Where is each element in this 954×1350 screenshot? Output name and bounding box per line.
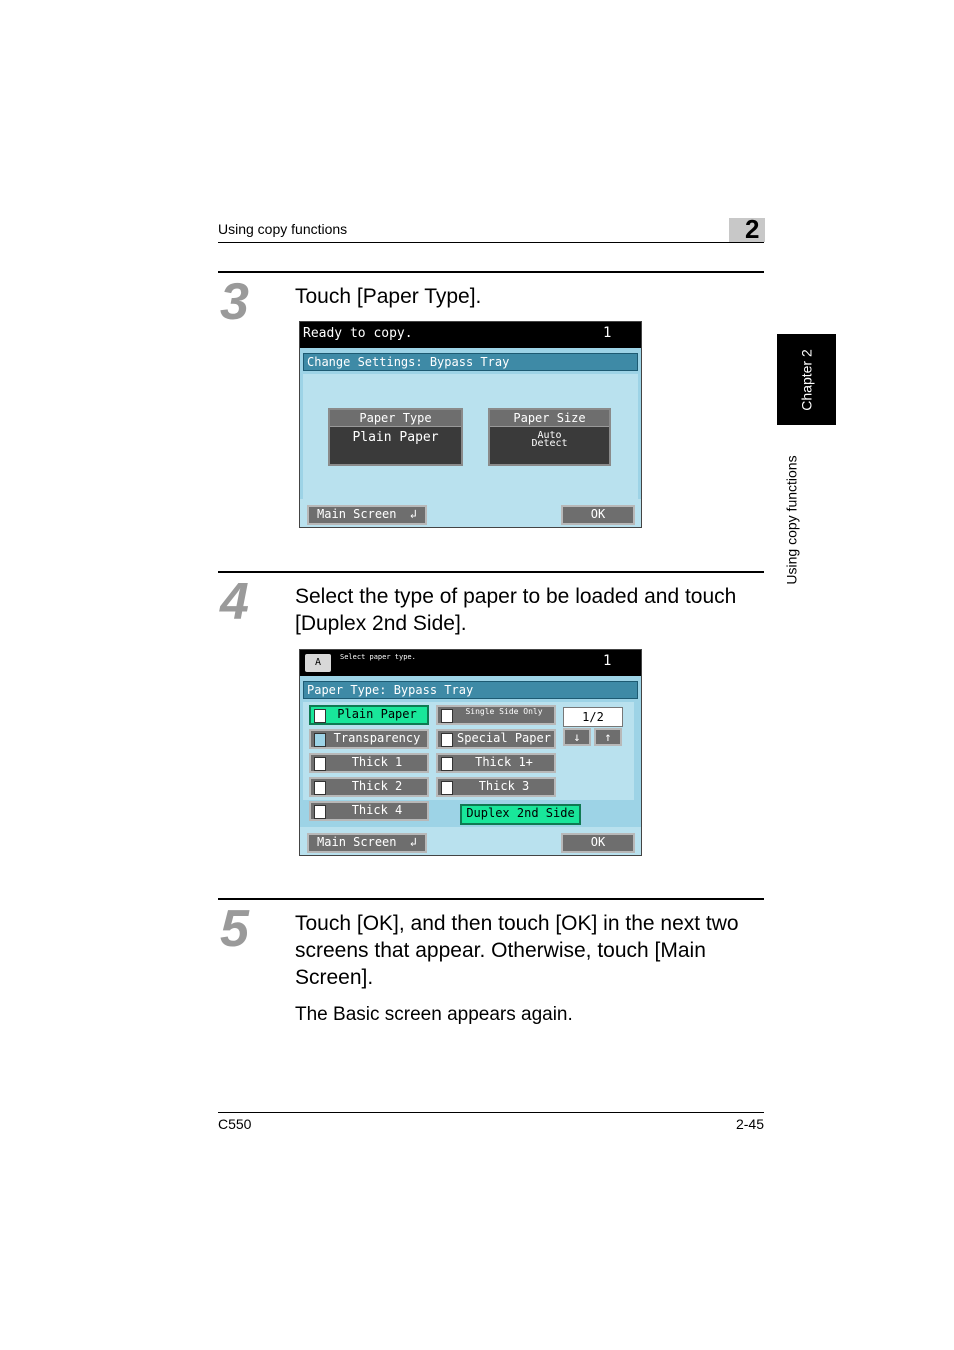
option-label: Thick 3: [478, 779, 530, 793]
paper-type-button[interactable]: Paper Type Plain Paper: [328, 408, 463, 466]
paper-size-value-line2: Detect: [531, 438, 568, 449]
step-number: 4: [220, 573, 249, 631]
paper-type-option[interactable]: Plain Paper: [309, 705, 429, 725]
paper-size-value: Auto Detect: [490, 427, 609, 449]
section-tab-text: Using copy functions: [784, 455, 800, 585]
paper-type-option[interactable]: Thick 3: [436, 777, 556, 797]
option-label: Transparency: [333, 731, 421, 745]
paper-size-value-line1: Auto: [537, 430, 562, 441]
model-name: C550: [218, 1116, 252, 1132]
step-rule: [218, 271, 764, 273]
page-indicator: 1/2: [563, 707, 623, 727]
paper-icon: [314, 781, 326, 795]
paper-type-option[interactable]: Thick 4: [309, 801, 429, 821]
paper-icon: [441, 709, 453, 723]
main-screen-label: Main Screen: [317, 835, 397, 849]
option-label: Thick 2: [351, 779, 403, 793]
chapter-number: 2: [745, 214, 760, 244]
main-screen-button[interactable]: Main Screen ↲: [307, 833, 427, 853]
paper-type-option[interactable]: Transparency: [309, 729, 429, 749]
option-label: Thick 1: [351, 755, 403, 769]
option-label: Single Side Only: [465, 707, 543, 716]
paper-type-option[interactable]: Thick 1: [309, 753, 429, 773]
option-label: Special Paper: [457, 731, 551, 745]
paper-icon: [441, 733, 453, 747]
page-number: 2-45: [735, 1116, 764, 1132]
screen-title: Change Settings: Bypass Tray: [303, 353, 638, 371]
page-down-button[interactable]: ↓: [563, 728, 591, 746]
paper-type-option[interactable]: Thick 2: [309, 777, 429, 797]
return-arrow-icon: ↲: [409, 835, 417, 849]
screen-title: Paper Type: Bypass Tray: [303, 681, 638, 699]
step-rule: [218, 898, 764, 900]
paper-type-option[interactable]: Single Side Only: [436, 705, 556, 725]
chapter-tab: [777, 334, 836, 425]
option-label: Thick 1+: [475, 755, 533, 769]
main-screen-label: Main Screen: [317, 507, 397, 521]
return-arrow-icon: ↲: [409, 507, 417, 521]
copier-screen-paper-type: A Select paper type. 1 Paper Type: Bypas…: [299, 649, 642, 856]
ok-button[interactable]: OK: [561, 833, 635, 853]
paper-type-value: Plain Paper: [352, 430, 439, 445]
main-screen-button[interactable]: Main Screen ↲: [307, 505, 427, 525]
copy-count: 1: [603, 325, 612, 341]
step-note: The Basic screen appears again.: [295, 1004, 573, 1025]
header-rule: [218, 242, 764, 243]
step-number: 5: [220, 900, 249, 958]
option-label: Thick 4: [351, 803, 403, 817]
status-bar: A Select paper type. 1: [300, 650, 641, 676]
running-header: Using copy functions: [218, 221, 348, 237]
status-text: Ready to copy.: [303, 326, 413, 341]
copy-count: 1: [603, 653, 612, 669]
paper-icon: [314, 757, 326, 771]
status-text: Select paper type.: [340, 653, 416, 661]
paper-icon: [441, 781, 453, 795]
option-label: Plain Paper: [337, 707, 417, 721]
step-text: Select the type of paper to be loaded an…: [295, 585, 737, 635]
copier-screen-change-settings: Ready to copy. 1 Change Settings: Bypass…: [299, 321, 642, 528]
paper-size-button[interactable]: Paper Size Auto Detect: [488, 408, 611, 466]
duplex-2nd-side-button[interactable]: Duplex 2nd Side: [460, 804, 581, 825]
down-arrow-icon: ↓: [573, 730, 581, 744]
paper-icon: [314, 805, 326, 819]
paper-type-caption: Paper Type: [330, 410, 461, 427]
chapter-tab-label: Chapter 2: [777, 334, 836, 425]
paper-icon: [441, 757, 453, 771]
step-number: 3: [220, 273, 249, 331]
step-text: Touch [Paper Type].: [295, 285, 482, 308]
status-bar: Ready to copy. 1: [300, 322, 641, 348]
chapter-box: [729, 218, 765, 242]
paper-type-option[interactable]: Special Paper: [436, 729, 556, 749]
page-up-button[interactable]: ↑: [594, 728, 622, 746]
chapter-tab-text: Chapter 2: [798, 348, 815, 411]
ok-button[interactable]: OK: [561, 505, 635, 525]
up-arrow-icon: ↑: [604, 730, 612, 744]
paper-type-icon: A: [305, 654, 331, 672]
step-rule: [218, 571, 764, 573]
paper-icon: [314, 733, 326, 747]
footer-rule: [218, 1112, 764, 1113]
section-tab-label: Using copy functions: [760, 440, 824, 600]
paper-icon: [314, 709, 326, 723]
step-text: Touch [OK], and then touch [OK] in the n…: [295, 912, 739, 989]
paper-size-caption: Paper Size: [490, 410, 609, 427]
paper-type-option[interactable]: Thick 1+: [436, 753, 556, 773]
